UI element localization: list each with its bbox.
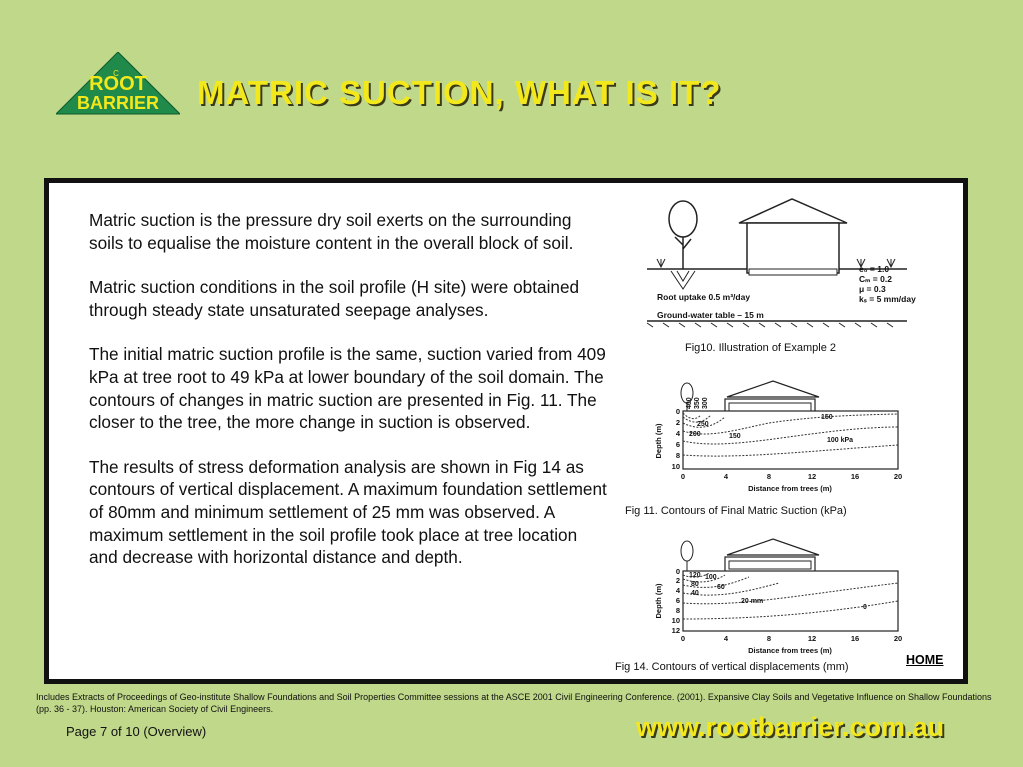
body-text: Matric suction is the pressure dry soil … <box>89 209 609 591</box>
contour-400: 400 <box>686 397 693 409</box>
y-tick: 10 <box>672 462 680 471</box>
fig11-xlabel: Distance from trees (m) <box>748 484 832 493</box>
groundwater-label: Ground-water table – 15 m <box>657 310 764 320</box>
contour-60: 60 <box>717 584 725 591</box>
contour-300: 300 <box>702 397 709 409</box>
param-ks: kₛ = 5 mm/day <box>859 294 916 304</box>
y-tick: 6 <box>676 440 680 449</box>
contour-350: 350 <box>694 397 701 409</box>
x-tick: 20 <box>894 634 902 643</box>
y-tick: 10 <box>672 616 680 625</box>
root-barrier-logo: ROOT BARRIER C <box>54 51 182 118</box>
root-uptake-label: Root uptake 0.5 m³/day <box>657 292 750 302</box>
fig11-caption: Fig 11. Contours of Final Matric Suction… <box>625 505 847 517</box>
x-tick: 0 <box>681 634 685 643</box>
contour-250: 250 <box>697 421 709 428</box>
home-link[interactable]: HOME <box>906 653 944 667</box>
contour-100: 100 kPa <box>827 437 853 444</box>
x-tick: 12 <box>808 634 816 643</box>
fig11-chart: 400 350 300 250 200 150 150 100 kPa 0 2 … <box>649 379 914 502</box>
fig14-tree <box>680 540 694 571</box>
contour-40: 40 <box>691 590 699 597</box>
x-tick: 20 <box>894 472 902 481</box>
contour-150-b: 150 <box>821 414 833 421</box>
paragraph-4: The results of stress deformation analys… <box>89 456 607 568</box>
contour-100: 100 <box>705 574 717 581</box>
contour-0: 0 <box>863 604 867 611</box>
x-tick: 16 <box>851 634 859 643</box>
website-url[interactable]: www.rootbarrier.com.au <box>636 712 945 742</box>
y-tick: 8 <box>676 451 680 460</box>
paragraph-2: Matric suction conditions in the soil pr… <box>89 277 580 320</box>
fig10-diagram: Root uptake 0.5 m³/day e₀ = 1.0 Cₘ = 0.2… <box>627 197 917 338</box>
contour-20: 20 mm <box>741 598 763 605</box>
y-tick: 0 <box>676 407 680 416</box>
fig10-caption: Fig10. Illustration of Example 2 <box>685 342 837 354</box>
content-panel: Matric suction is the pressure dry soil … <box>44 178 968 684</box>
x-tick: 12 <box>808 472 816 481</box>
y-tick: 12 <box>672 626 680 635</box>
house-icon <box>738 198 848 276</box>
logo-line2: BARRIER <box>77 93 159 113</box>
fig14-ylabel: Depth (m) <box>654 583 663 618</box>
x-tick: 16 <box>851 472 859 481</box>
y-tick: 2 <box>676 576 680 585</box>
logo-mark: C <box>113 69 119 78</box>
contour-80: 80 <box>691 581 699 588</box>
param-cm: Cₘ = 0.2 <box>859 274 892 284</box>
references-note: Includes Extracts of Proceedings of Geo-… <box>36 692 992 714</box>
page-indicator: Page 7 of 10 (Overview) <box>66 724 207 739</box>
fig14-caption: Fig 14. Contours of vertical displacemen… <box>615 661 849 673</box>
fig11-tree <box>680 382 694 411</box>
contour-150-a: 150 <box>729 433 741 440</box>
x-tick: 8 <box>767 634 771 643</box>
x-tick: 4 <box>724 634 729 643</box>
contour-200: 200 <box>689 431 701 438</box>
logo-line1: ROOT <box>89 73 147 95</box>
y-tick: 4 <box>676 429 681 438</box>
y-tick: 2 <box>676 418 680 427</box>
x-tick: 0 <box>681 472 685 481</box>
fig11-ylabel: Depth (m) <box>654 423 663 458</box>
fig14-house <box>724 538 820 574</box>
fig14-xlabel: Distance from trees (m) <box>748 646 832 655</box>
y-tick: 6 <box>676 596 680 605</box>
param-mu: μ = 0.3 <box>859 284 886 294</box>
y-tick: 8 <box>676 606 680 615</box>
y-tick: 0 <box>676 567 680 576</box>
page-title: MATRIC SUCTION, WHAT IS IT? <box>197 74 722 111</box>
param-e0: e₀ = 1.0 <box>859 264 889 274</box>
x-tick: 4 <box>724 472 729 481</box>
contour-120: 120 <box>689 572 701 579</box>
paragraph-1: Matric suction is the pressure dry soil … <box>89 210 574 253</box>
y-tick: 4 <box>676 586 681 595</box>
x-tick: 8 <box>767 472 771 481</box>
fig14-chart: 120 100 80 60 40 20 mm 0 0 2 4 6 8 10 12… <box>649 537 914 666</box>
tree-icon <box>668 200 698 290</box>
paragraph-3: The initial matric suction profile is th… <box>89 344 606 433</box>
